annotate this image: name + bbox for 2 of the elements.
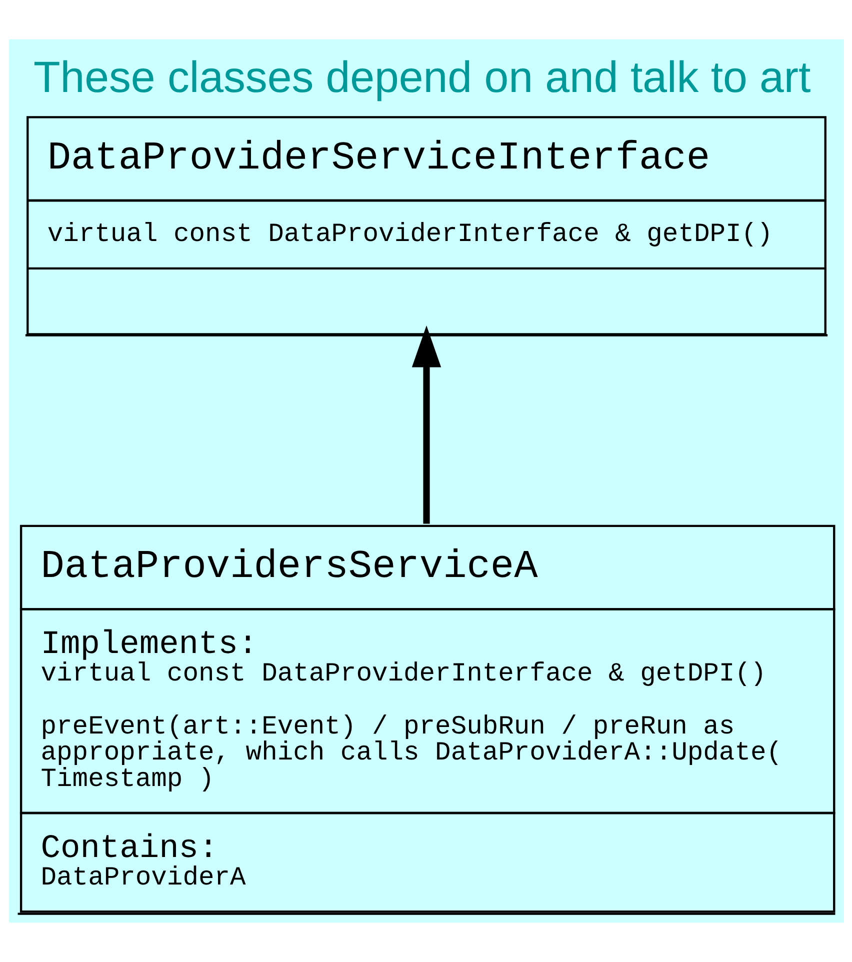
diagram-title: These classes depend on and talk to art [33, 52, 810, 102]
arrow [411, 325, 441, 524]
